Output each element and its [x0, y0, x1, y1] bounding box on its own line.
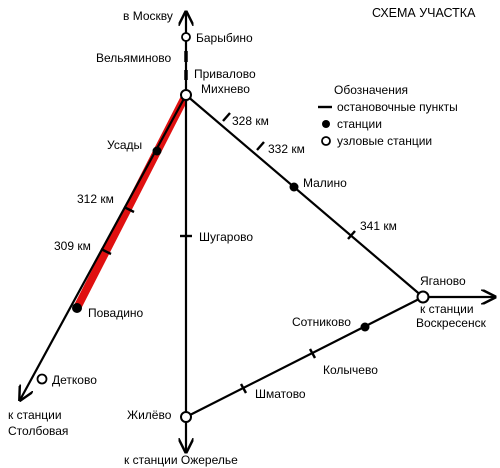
station-dot-malino — [289, 182, 299, 192]
direction-voskresensk-1: к станции — [420, 302, 474, 316]
station-dot-sotnikovo — [360, 322, 370, 332]
stop-tick-309km — [100, 247, 112, 256]
direction-voskresensk-2: Воскресенск — [416, 316, 487, 330]
branch-line-stolbovaya — [20, 94, 187, 400]
direction-ozherelye: к станции Ожерелье — [124, 453, 238, 467]
junction-dot-yaganovo — [416, 290, 430, 304]
direction-stolbovaya-1: к станции — [8, 408, 62, 422]
label-309km: 309 км — [54, 239, 91, 253]
legend-stations-label: станции — [337, 117, 382, 131]
diagram-title: СХЕМА УЧАСТКА — [372, 6, 476, 20]
label-zhilyovo: Жилёво — [127, 408, 172, 422]
stop-tick-341km — [347, 230, 356, 240]
legend-station-symbol — [322, 120, 330, 128]
label-kolychevo: Колычево — [323, 363, 378, 377]
label-312km: 312 км — [77, 192, 114, 206]
label-mikhnevo: Михнево — [201, 82, 250, 96]
station-dot-barybino — [181, 32, 191, 42]
station-dot-povadino — [72, 303, 82, 313]
direction-stolbovaya-2: Столбовая — [8, 424, 68, 438]
label-332km: 332 км — [268, 142, 305, 156]
junction-dot-mikhnevo — [180, 89, 192, 101]
legend-junction-symbol — [321, 136, 331, 146]
label-barybino: Барыбино — [196, 31, 253, 45]
legend-stops-label: остановочные пункты — [337, 100, 458, 114]
stop-tick-328km — [222, 112, 231, 122]
label-sotnikovo: Сотниково — [292, 315, 351, 329]
label-328km: 328 км — [232, 114, 269, 128]
label-yaganovo: Яганово — [420, 274, 466, 288]
label-velyaminovo: Вельяминово — [96, 51, 172, 65]
label-341km: 341 км — [360, 219, 397, 233]
ring-line-mikhnevo-yaganovo — [185, 94, 424, 298]
ring-line-zhilyovo-yaganovo — [185, 296, 424, 418]
label-shugarovo: Шугарово — [199, 230, 253, 244]
label-malino: Малино — [303, 176, 347, 190]
label-privalovo: Привалово — [194, 67, 256, 81]
label-povadino: Повадино — [88, 306, 144, 320]
stop-tick-312km — [123, 205, 135, 214]
label-detkovo: Детково — [52, 373, 97, 387]
stop-tick-332km — [256, 141, 265, 151]
legend-junctions-label: узловые станции — [337, 134, 432, 148]
stop-tick-kolychevo — [308, 348, 317, 359]
stop-tick-shmatovo — [239, 383, 248, 394]
station-dot-detkovo — [36, 373, 48, 385]
label-usady: Усады — [107, 138, 142, 152]
station-dot-usady — [152, 146, 162, 156]
junction-dot-zhilyovo — [180, 411, 192, 423]
direction-moscow: в Москву — [123, 9, 173, 23]
legend-heading: Обозначения — [334, 83, 408, 97]
label-shmatovo: Шматово — [255, 387, 306, 401]
